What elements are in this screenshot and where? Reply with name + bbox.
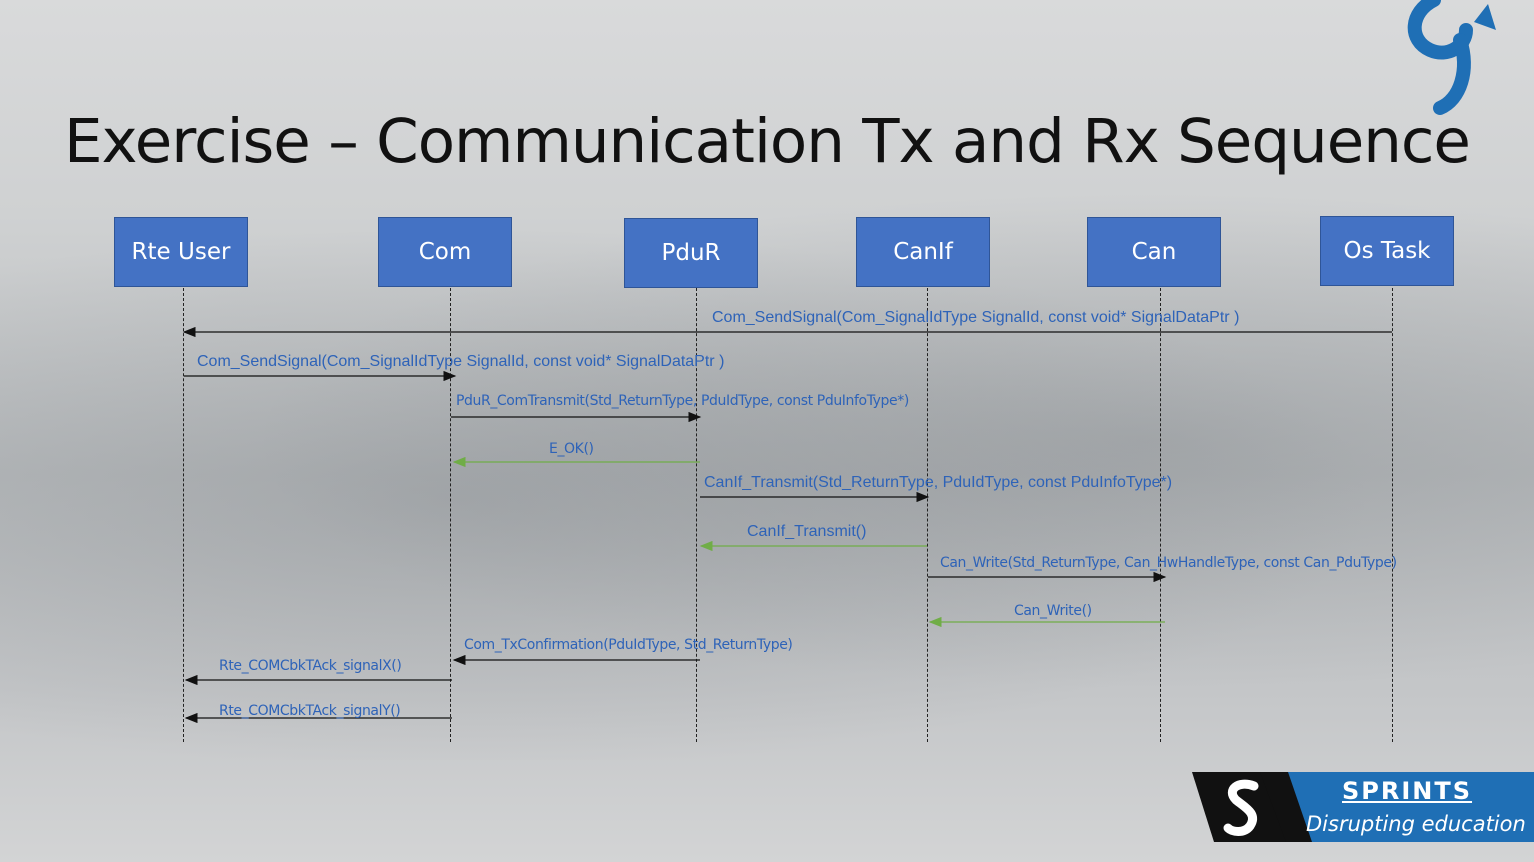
lifeline-box-com: Com xyxy=(378,217,512,287)
corner-logo-icon xyxy=(1407,0,1496,115)
background-photo xyxy=(0,180,1534,760)
message-label: Can_Write(Std_ReturnType, Can_HwHandleTy… xyxy=(940,555,1397,571)
message-label: PduR_ComTransmit(Std_ReturnType, PduIdTy… xyxy=(456,393,909,409)
lifeline-os-task xyxy=(1392,288,1393,742)
slide-title: Exercise – Communication Tx and Rx Seque… xyxy=(64,106,1471,177)
lifeline-com xyxy=(450,288,451,742)
sprints-logo-icon xyxy=(1192,772,1534,842)
lifeline-can xyxy=(1160,288,1161,742)
lifeline-box-canif: CanIf xyxy=(856,217,990,287)
message-label: Rte_COMCbkTAck_signalX() xyxy=(219,658,402,674)
lifeline-box-pdur: PduR xyxy=(624,218,758,288)
message-label: Com_TxConfirmation(PduIdType, Std_Return… xyxy=(464,637,793,653)
lifeline-box-can: Can xyxy=(1087,217,1221,287)
message-label: Com_SendSignal(Com_SignalIdType SignalId… xyxy=(712,309,1240,326)
message-label: Rte_COMCbkTAck_signalY() xyxy=(219,703,401,719)
message-label: CanIf_Transmit() xyxy=(747,523,867,540)
message-label: Com_SendSignal(Com_SignalIdType SignalId… xyxy=(197,353,725,370)
lifeline-rte-user xyxy=(183,288,184,742)
brand-tagline: Disrupting education xyxy=(1306,812,1526,836)
message-label: E_OK() xyxy=(549,441,594,457)
lifeline-box-rte-user: Rte User xyxy=(114,217,248,287)
message-label: Can_Write() xyxy=(1014,603,1092,619)
lifeline-pdur xyxy=(696,288,697,742)
brand-name: SPRINTS xyxy=(1342,777,1473,805)
message-label: CanIf_Transmit(Std_ReturnType, PduIdType… xyxy=(704,474,1173,491)
lifeline-canif xyxy=(927,288,928,742)
lifeline-box-os-task: Os Task xyxy=(1320,216,1454,286)
